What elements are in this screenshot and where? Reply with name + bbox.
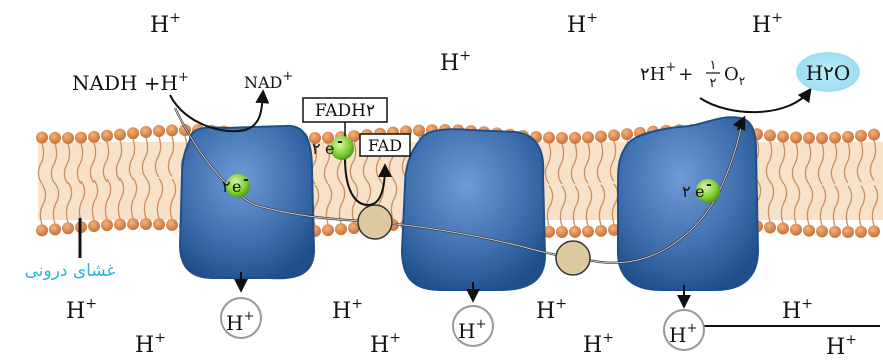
- electron-coefficient: ۲: [312, 139, 321, 158]
- lipid-head: [140, 218, 152, 230]
- lipid-head: [855, 226, 867, 238]
- lipid-head: [816, 225, 828, 237]
- lipid-head: [608, 129, 620, 141]
- water-label: H۲O: [806, 61, 851, 85]
- electron-coefficient: ۲: [682, 182, 691, 201]
- lipid-head: [556, 132, 568, 144]
- lipid-head: [543, 132, 555, 144]
- proton-label: H+: [66, 296, 97, 324]
- fad-label: FAD: [368, 136, 402, 155]
- protein-complex-1: [180, 126, 314, 278]
- fraction-numerator: ۱: [710, 58, 717, 73]
- inner-membrane-label: غشای درونی: [25, 261, 116, 281]
- lipid-head: [868, 129, 880, 141]
- mobile-carrier-ubiquinone: [358, 205, 392, 239]
- lipid-head: [556, 226, 568, 238]
- lipid-head: [842, 131, 854, 143]
- lipid-head: [855, 130, 867, 142]
- lipid-head: [322, 224, 334, 236]
- lipid-head: [842, 226, 854, 238]
- lipid-head: [153, 218, 165, 230]
- proton-label: H+: [567, 10, 598, 38]
- lipid-head: [777, 222, 789, 234]
- lipid-head: [595, 225, 607, 237]
- electron-coefficient: ۲: [222, 177, 231, 196]
- lipid-head: [803, 132, 815, 144]
- lipid-head: [790, 224, 802, 236]
- lipid-head: [75, 132, 87, 144]
- electron-symbol: e: [695, 182, 704, 201]
- lipid-head: [868, 225, 880, 237]
- oxygen-term: O۲: [724, 64, 745, 88]
- lipid-head: [101, 130, 113, 142]
- lipid-head: [127, 127, 139, 139]
- electron-symbol: e: [232, 177, 241, 196]
- protein-complex-3: [402, 129, 545, 290]
- proton-label: H+: [583, 330, 614, 358]
- lipid-head: [166, 219, 178, 231]
- nad-label: NAD+: [244, 69, 293, 92]
- nadh-text: NADH +H+: [72, 70, 189, 95]
- lipid-head: [88, 220, 100, 232]
- proton-label: H+: [150, 10, 181, 38]
- lipid-head: [36, 131, 48, 143]
- lipid-head: [777, 131, 789, 143]
- lipid-head: [101, 219, 113, 231]
- proton-label: H+: [536, 296, 567, 324]
- oxygen-to-water-arrow: [700, 90, 810, 112]
- lipid-head: [582, 131, 594, 143]
- lipid-head: [764, 221, 776, 233]
- lipid-head: [114, 129, 126, 141]
- lipid-head: [621, 128, 633, 140]
- lipid-head: [49, 223, 61, 235]
- lipid-head: [127, 218, 139, 230]
- lipid-head: [595, 131, 607, 143]
- proton-label: H+: [135, 330, 166, 358]
- lipid-head: [413, 125, 425, 137]
- electron-charge: -: [243, 172, 249, 188]
- electron-symbol: e: [325, 139, 334, 158]
- oxygen-reaction-label: ۲H++ ۱ ۲ O۲: [640, 58, 745, 91]
- proton-label: H+: [752, 10, 783, 38]
- lipid-head: [335, 223, 347, 235]
- lipid-head: [829, 226, 841, 238]
- lipid-head: [829, 132, 841, 144]
- lipid-head: [582, 226, 594, 238]
- lipid-head: [62, 132, 74, 144]
- lipid-head: [764, 130, 776, 142]
- lipid-head: [790, 131, 802, 143]
- proton-term: ۲H++: [640, 60, 693, 85]
- proton-label: H+: [332, 296, 363, 324]
- proton-label: H+: [370, 330, 401, 358]
- proton-label: H+: [440, 48, 471, 76]
- mobile-carrier-cytochrome-c: [556, 241, 590, 275]
- lipid-head: [569, 132, 581, 144]
- lipid-head: [88, 131, 100, 143]
- lipid-head: [36, 224, 48, 236]
- nadh-label: NADH +H+: [72, 70, 189, 95]
- proton-label: H+: [782, 296, 813, 324]
- proton-label: H+: [826, 332, 857, 360]
- fadh2-label: FADH۲: [315, 101, 375, 121]
- electron-charge: -: [337, 134, 343, 150]
- lipid-head: [140, 126, 152, 138]
- lipid-head: [62, 222, 74, 234]
- lipid-head: [569, 226, 581, 238]
- lipid-head: [114, 218, 126, 230]
- lipid-head: [816, 132, 828, 144]
- fraction-denominator: ۲: [710, 76, 717, 91]
- lipid-head: [803, 225, 815, 237]
- lipid-head: [166, 124, 178, 136]
- electron-charge: -: [706, 177, 712, 193]
- lipid-head: [49, 132, 61, 144]
- lipid-head: [153, 125, 165, 137]
